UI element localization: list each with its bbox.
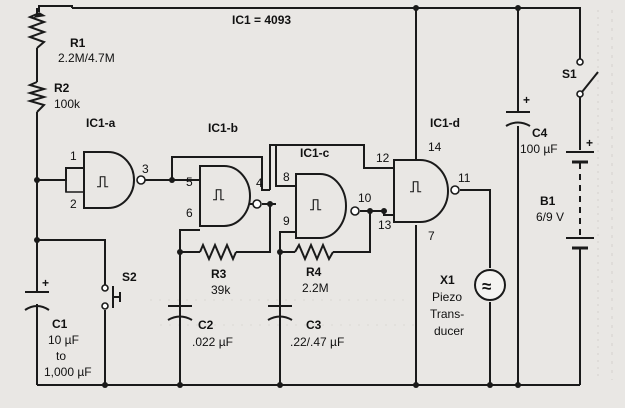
c1-value-line1: 10 µF (48, 333, 79, 347)
c2-capacitor-symbol (167, 305, 193, 321)
pin-13-label: 13 (378, 218, 392, 232)
c4-value: 100 µF (520, 142, 558, 156)
gate-c-body (295, 173, 347, 239)
x1-line1: Piezo (432, 290, 462, 304)
c4-capacitor-symbol (505, 111, 531, 127)
x1-line3: ducer (434, 324, 464, 338)
gate-d-body (393, 159, 449, 223)
gate-d-label: IC1-d (430, 116, 460, 130)
pin-6-label: 6 (186, 206, 193, 220)
gate-c-schmitt-icon: ⎍ (310, 197, 322, 214)
pin-12-label: 12 (376, 151, 390, 165)
c4-name: C4 (532, 126, 548, 140)
pin-4-label: 4 (256, 176, 263, 190)
r3-right-wire (236, 204, 271, 253)
c1-value-line3: 1,000 µF (44, 365, 92, 379)
pin-1-label: 1 (70, 149, 77, 163)
pin-3-label: 3 (142, 162, 149, 176)
ic-title: IC1 = 4093 (232, 13, 291, 27)
b1-name: B1 (540, 194, 556, 208)
r4-value: 2.2M (302, 281, 329, 295)
gate-d-schmitt-icon: ⎍ (410, 179, 422, 196)
r1-wiper-arrow (33, 12, 46, 18)
junction-dots (34, 5, 521, 388)
pin-7-label: 7 (428, 229, 435, 243)
r3-resistor-symbol (199, 242, 237, 262)
pin-2-label: 2 (70, 197, 77, 211)
top-rail-wire (72, 7, 581, 60)
b1-value: 6/9 V (536, 210, 564, 224)
r1-name: R1 (70, 36, 86, 50)
r2-resistor-symbol (26, 81, 48, 113)
c2-name: C2 (198, 318, 214, 332)
r2-value: 100k (54, 97, 81, 111)
b1-battery-symbol (566, 151, 594, 256)
gate-a-input2-wire (65, 180, 84, 193)
c4-plus-sign: + (523, 93, 530, 107)
pin-14-label: 14 (428, 140, 442, 154)
x1-line2: Trans- (430, 307, 464, 321)
x1-piezo-symbol: ≈ (474, 269, 506, 301)
c1-plus-sign: + (42, 276, 49, 290)
gate-d-input12-wire (270, 144, 394, 169)
gate-c-label: IC1-c (300, 146, 330, 160)
r4-name: R4 (306, 265, 322, 279)
c3-value: .22/.47 µF (290, 335, 344, 349)
pin-5-label: 5 (186, 175, 193, 189)
battery-plus-sign: + (586, 136, 593, 150)
c3-capacitor-symbol (267, 305, 293, 321)
c1-capacitor-symbol (24, 291, 50, 318)
pin-10-label: 10 (358, 191, 372, 205)
pin-11-label: 11 (458, 171, 471, 185)
gate-b-inverter-bubble (252, 199, 262, 209)
c3-name: C3 (306, 318, 322, 332)
s2-top-wire (37, 239, 106, 285)
gate-a-label: IC1-a (86, 116, 116, 130)
gate-b-input6-wire (179, 229, 200, 385)
s2-switch-symbol (101, 284, 121, 310)
r1-value: 2.2M/4.7M (58, 51, 115, 65)
s1-label: S1 (562, 67, 577, 81)
pin-9-label: 9 (283, 214, 290, 228)
gate-b-schmitt-icon: ⎍ (213, 187, 225, 204)
gate-ic1-b: ⎍ (199, 165, 262, 227)
gate-ic1-c: ⎍ (295, 173, 360, 239)
x1-name: X1 (440, 273, 455, 287)
r4-resistor-symbol (294, 242, 334, 262)
c1-name: C1 (52, 317, 68, 331)
piezo-wave-icon: ≈ (482, 277, 491, 296)
gate-d-inverter-bubble (450, 185, 460, 195)
gate-d-output-wire (460, 189, 491, 268)
gate-b-label: IC1-b (208, 121, 238, 135)
wiring (36, 5, 581, 386)
r3-name: R3 (211, 267, 227, 281)
gate-a-body (83, 151, 135, 209)
r1-resistor-symbol (27, 13, 47, 49)
page-bleed-through (150, 10, 613, 380)
gate-ic1-d: ⎍ (393, 159, 460, 223)
r1-wiper-wire (38, 5, 73, 12)
gate-a-input-wire (37, 167, 84, 181)
gate-a-schmitt-icon: ⎍ (97, 174, 109, 191)
gate-b-body (199, 165, 251, 227)
c1-value-line2: to (56, 349, 66, 363)
gate-c-input9-wire (279, 231, 296, 385)
r3-value: 39k (211, 283, 231, 297)
pin-8-label: 8 (283, 170, 290, 184)
gate-a-inverter-bubble (136, 175, 146, 185)
gate-ic1-a: ⎍ (83, 151, 150, 209)
gate-c-inverter-bubble (350, 206, 360, 216)
s2-label: S2 (122, 270, 137, 284)
r4-right-wire (333, 211, 371, 253)
r2-name: R2 (54, 81, 70, 95)
s1-switch-symbol (576, 58, 599, 98)
c2-value: .022 µF (192, 335, 233, 349)
gate-a-output-wire (150, 156, 270, 191)
